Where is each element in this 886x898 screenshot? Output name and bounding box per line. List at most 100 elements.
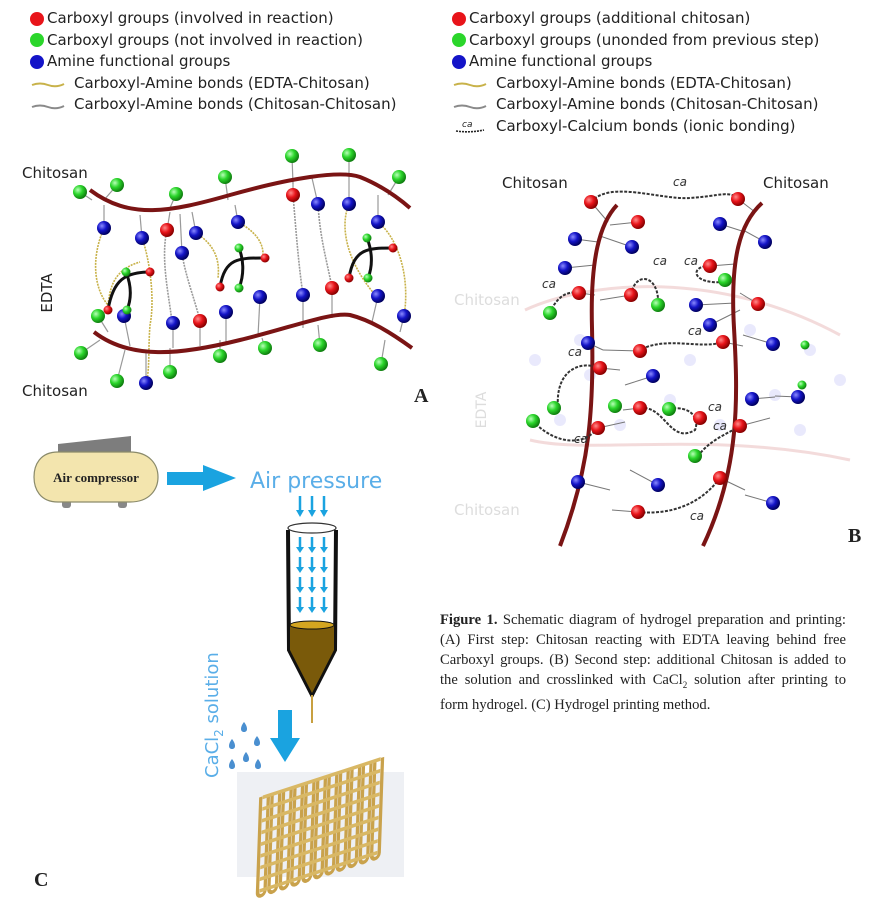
down-arrow-head <box>308 510 316 517</box>
legend-label: Carboxyl-Calcium bonds (ionic bonding) <box>496 116 796 135</box>
amine-atom-blue <box>689 298 703 312</box>
chitosan-label-top: Chitosan <box>22 164 88 182</box>
carboxyl-atom-green <box>122 305 132 315</box>
bond-line-icon <box>30 100 66 110</box>
carboxyl-atom-green <box>688 449 702 463</box>
printed-hydrogel-lattice <box>255 756 385 898</box>
calcium-bond <box>697 425 741 457</box>
legend-item: Amine functional groups <box>452 51 819 73</box>
edta-label: EDTA <box>38 273 56 313</box>
water-droplet-icon <box>229 759 235 769</box>
lattice-strand <box>260 827 379 870</box>
amine-atom-blue <box>166 316 180 330</box>
bond-line <box>317 203 333 289</box>
down-arrow-head <box>320 567 328 573</box>
carboxyl-atom-green <box>718 273 732 287</box>
legend-item: Carboxyl groups (unonded from previous s… <box>452 30 819 52</box>
legend-label: Amine functional groups <box>469 52 653 70</box>
down-arrow-head <box>296 587 304 593</box>
hydrogel-ink <box>290 625 334 693</box>
lattice-strand <box>261 780 380 823</box>
calcium-symbol: ca <box>574 432 588 446</box>
carboxyl-atom-red <box>286 188 300 202</box>
carboxyl-atom-red <box>633 344 647 358</box>
bond-line <box>377 221 407 317</box>
carboxyl-atom-red <box>160 223 174 237</box>
amine-atom-blue <box>758 235 772 249</box>
carboxyl-atom-red <box>731 192 745 206</box>
bond-line <box>94 227 109 306</box>
legend-item: Carboxyl groups (not involved in reactio… <box>30 30 397 52</box>
amine-atom-blue <box>625 240 639 254</box>
carboxyl-atom-green <box>608 399 622 413</box>
amine-atom-blue <box>139 376 153 390</box>
down-arrow-head <box>308 607 316 613</box>
lattice-strand <box>262 757 381 800</box>
legend-item: Carboxyl groups (involved in reaction) <box>30 8 397 30</box>
bond-line <box>141 237 153 384</box>
carboxyl-atom-green <box>362 233 372 243</box>
carboxyl-atom-red <box>103 305 113 315</box>
bond-line <box>195 232 220 279</box>
water-droplet-icon <box>255 759 261 769</box>
bond-line-icon <box>452 78 488 88</box>
calcium-symbol: ca <box>568 345 582 359</box>
amine-atom-blue <box>397 309 411 323</box>
calcium-bond <box>637 477 721 514</box>
faded-background-network <box>524 285 851 462</box>
carboxyl-atom-red <box>591 421 605 435</box>
water-droplet-icon <box>241 722 247 732</box>
calcium-symbol: ca <box>690 509 704 523</box>
carboxyl-atom-red <box>572 286 586 300</box>
bond-line-icon <box>452 100 488 110</box>
carboxyl-atom-green <box>313 338 327 352</box>
lattice-strand <box>260 803 380 847</box>
amine-atom-blue <box>97 221 111 235</box>
flow-arrow-right <box>167 465 236 491</box>
edta-curve <box>365 237 373 279</box>
amine-atom-blue <box>568 232 582 246</box>
faded-chain <box>529 438 851 462</box>
down-arrow-head <box>320 547 328 553</box>
carboxyl-atom-green <box>392 170 406 184</box>
faded-chain <box>524 285 841 337</box>
legend-dot-icon <box>452 54 466 69</box>
carboxyl-atom-green <box>74 346 88 360</box>
carboxyl-atom-red <box>624 288 638 302</box>
caption-text-2: solution after printing to form hydrogel… <box>440 672 847 713</box>
faded-atom <box>554 414 566 426</box>
edta-curve <box>106 270 151 311</box>
amine-atom-blue <box>311 197 325 211</box>
faded-chitosan-label-1: Chitosan <box>454 291 520 309</box>
carboxyl-atom-green <box>258 341 272 355</box>
carboxyl-atom-red <box>751 297 765 311</box>
faded-atom <box>714 419 726 431</box>
compressor-body <box>33 451 159 503</box>
calcium-symbol: ca <box>653 254 667 268</box>
amine-atom-blue <box>219 305 233 319</box>
amine-atom-blue <box>175 246 189 260</box>
legend-item: Amine functional groups <box>30 51 397 73</box>
legend-item: ca Carboxyl-Calcium bonds (ionic bonding) <box>452 116 819 138</box>
legend-dot-icon <box>452 11 466 26</box>
lattice-group <box>255 756 385 898</box>
faded-atom <box>744 324 756 336</box>
bond-line <box>344 203 377 297</box>
amine-atom-blue <box>231 215 245 229</box>
carboxyl-atom-red <box>631 505 645 519</box>
legend-item: Carboxyl-Amine bonds (Chitosan-Chitosan) <box>452 94 819 116</box>
calcium-bond-icon: ca <box>452 121 488 133</box>
amine-atom-blue <box>253 290 267 304</box>
carboxyl-atom-green <box>342 148 356 162</box>
down-arrow-head <box>296 547 304 553</box>
faded-atom <box>684 354 696 366</box>
carboxyl-atom-red <box>215 282 225 292</box>
chitosan-label-bottom: Chitosan <box>22 382 88 400</box>
carboxyl-atom-green <box>374 357 388 371</box>
carboxyl-amine-bonds <box>94 194 407 384</box>
legend-label: Carboxyl-Amine bonds (EDTA-Chitosan) <box>74 73 370 92</box>
air-pressure-arrows <box>296 496 328 517</box>
carboxyl-atom-green <box>110 374 124 388</box>
legend-dot-icon <box>30 54 44 69</box>
